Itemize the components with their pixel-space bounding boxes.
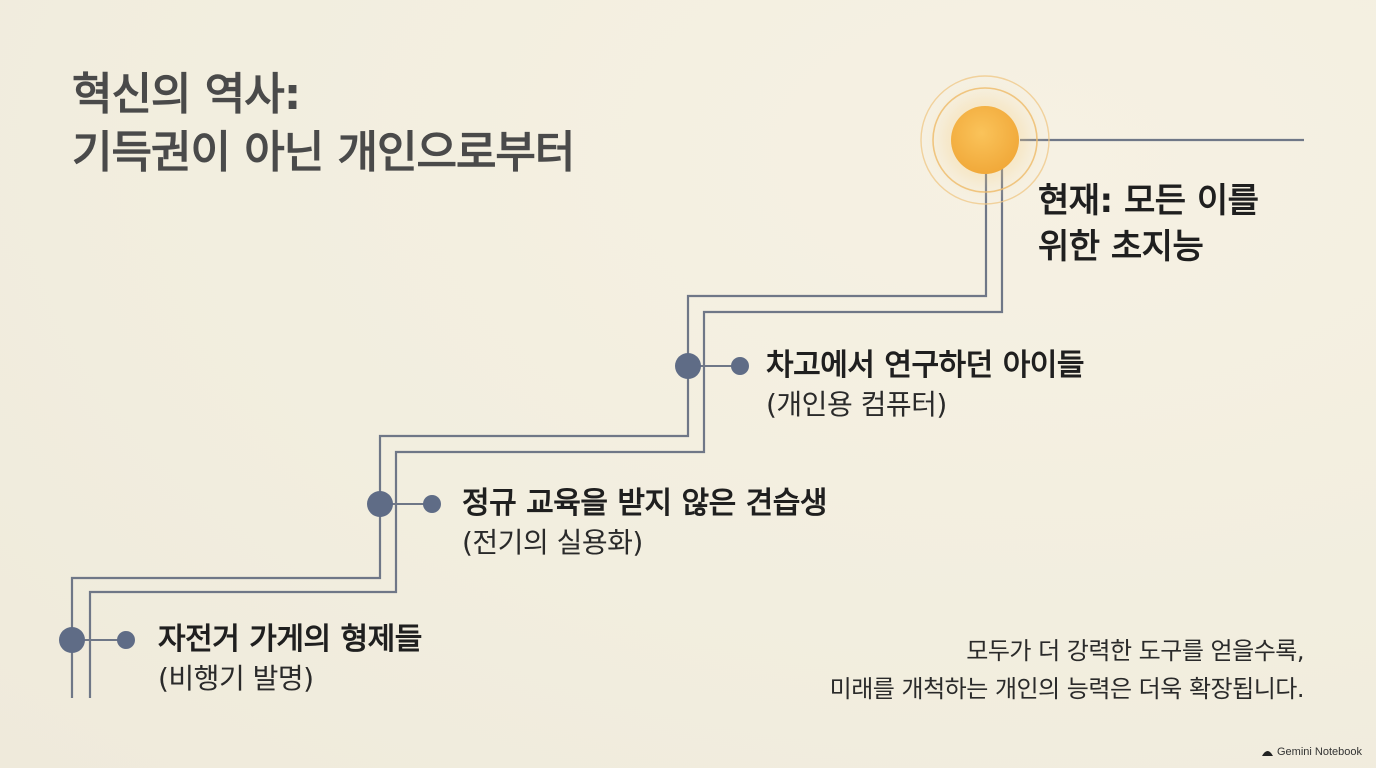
step-1-caption: (비행기 발명) [158,662,314,695]
step-3-label: 차고에서 연구하던 아이들 (개인용 컴퓨터) [766,346,1085,424]
gemini-notebook-icon [1262,751,1273,756]
present-label: 현재: 모든 이를 위한 초지능 [1038,178,1259,270]
step-3-node-large [675,353,701,379]
step-2-label: 정규 교육을 받지 않은 견습생 (전기의 실용화) [462,484,827,562]
step-1-title: 자전거 가게의 형제들 [158,622,422,657]
present-line-2: 위한 초지능 [1038,227,1204,267]
brand-watermark: Gemini Notebook [1262,746,1362,758]
step-2-node-large [367,491,393,517]
step-3-node-small [731,357,749,375]
footer-line-1: 모두가 더 강력한 도구를 얻을수록, [966,637,1304,665]
step-2-caption: (전기의 실용화) [462,526,643,559]
step-2-title: 정규 교육을 받지 않은 견습생 [462,486,827,521]
sun-icon [919,74,1051,206]
brand-label: Gemini Notebook [1277,746,1362,758]
step-3-caption: (개인용 컴퓨터) [766,388,947,421]
step-1-node-large [59,627,85,653]
footer-note: 모두가 더 강력한 도구를 얻을수록, 미래를 개척하는 개인의 능력은 더욱 … [829,632,1305,708]
page-title: 혁신의 역사: 기득권이 아닌 개인으로부터 [72,66,575,182]
title-line-1: 혁신의 역사: [72,69,301,120]
staircase-line-inner [88,150,1004,698]
staircase-line-outer [70,140,988,698]
footer-line-2: 미래를 개척하는 개인의 능력은 더욱 확장됩니다. [829,675,1305,703]
step-3-title: 차고에서 연구하던 아이들 [766,348,1085,383]
title-line-2: 기득권이 아닌 개인으로부터 [72,127,575,178]
present-line-1: 현재: 모든 이를 [1038,181,1259,221]
step-1-label: 자전거 가게의 형제들 (비행기 발명) [158,620,422,698]
step-1-node-small [117,631,135,649]
step-2-node-small [423,495,441,513]
